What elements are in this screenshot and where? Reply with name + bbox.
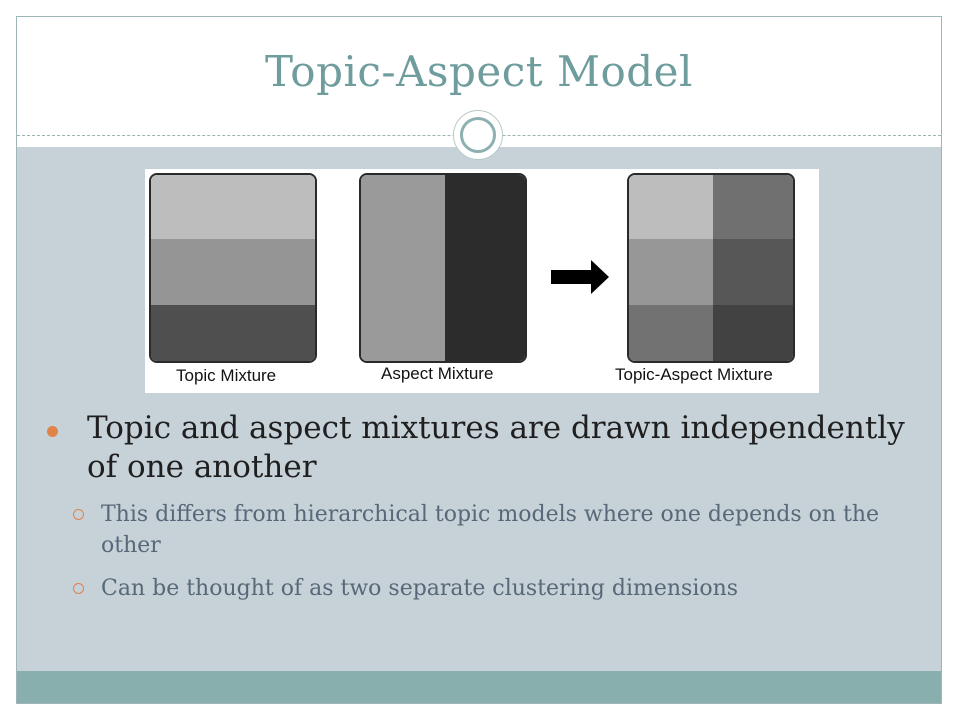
combined-cell-4 <box>713 239 793 305</box>
topic-band-2 <box>151 239 315 305</box>
ring-inner <box>460 117 496 153</box>
sub-bullet-text: Can be thought of as two separate cluste… <box>101 576 739 601</box>
aspect-mixture-box <box>359 173 527 363</box>
sub-bullet-text: This differs from hierarchical topic mod… <box>101 502 880 558</box>
sub-bullet-list: This differs from hierarchical topic mod… <box>67 499 907 604</box>
topic-aspect-mixture-box <box>627 173 795 363</box>
topic-band-3 <box>151 305 315 361</box>
topic-mixture-box <box>149 173 317 363</box>
hollow-circle-bullet-icon <box>73 583 84 594</box>
topic-mixture-label: Topic Mixture <box>176 366 277 385</box>
ring-ornament-icon <box>453 110 503 160</box>
topic-aspect-mixture-label: Topic-Aspect Mixture <box>615 365 773 384</box>
hollow-circle-bullet-icon <box>73 509 84 520</box>
bottom-bar <box>17 671 941 703</box>
bullet-text: Topic and aspect mixtures are drawn inde… <box>87 410 905 485</box>
topic-band-1 <box>151 175 315 239</box>
slide-title: Topic-Aspect Model <box>265 47 693 96</box>
combined-cell-6 <box>713 305 793 361</box>
aspect-mixture-label: Aspect Mixture <box>381 364 494 383</box>
sub-bullet-item: This differs from hierarchical topic mod… <box>73 499 907 561</box>
bullet-dot-icon <box>47 426 58 437</box>
aspect-column-1 <box>361 175 445 361</box>
aspect-column-2 <box>445 175 525 361</box>
bullet-item: Topic and aspect mixtures are drawn inde… <box>47 409 907 487</box>
combined-cell-5 <box>629 305 713 361</box>
combined-cell-3 <box>629 239 713 305</box>
combined-cell-2 <box>713 175 793 239</box>
arrow-right-icon <box>551 260 609 294</box>
combined-cell-1 <box>629 175 713 239</box>
sub-bullet-item: Can be thought of as two separate cluste… <box>73 573 907 604</box>
mixture-figure: Topic Mixture Aspect Mixture Topic-Aspec… <box>145 169 819 393</box>
slide: Topic-Aspect Model Topic Mixture Aspect … <box>16 16 942 704</box>
bullet-list: Topic and aspect mixtures are drawn inde… <box>47 409 907 616</box>
